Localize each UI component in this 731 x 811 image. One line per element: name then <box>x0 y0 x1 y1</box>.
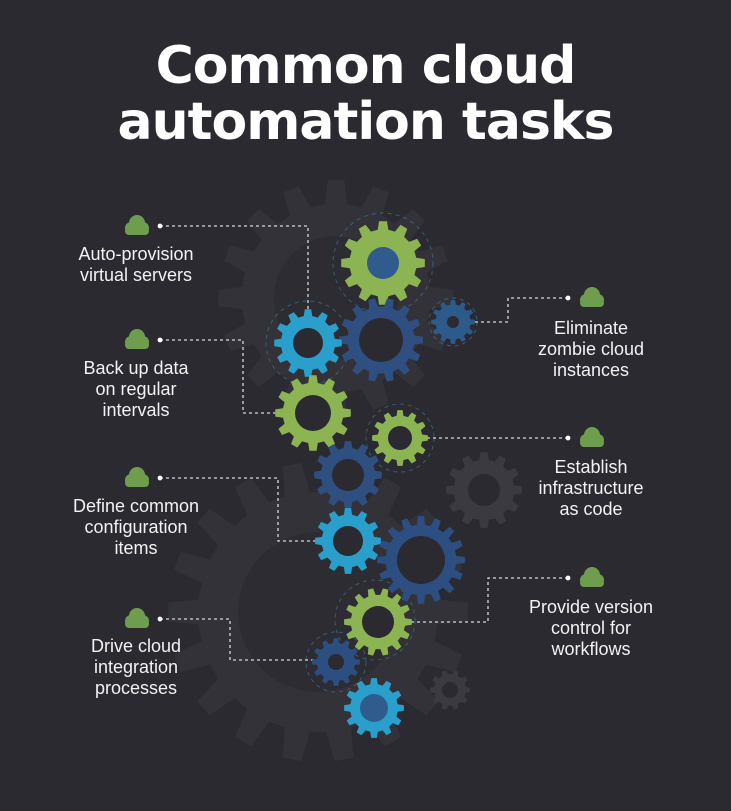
gear-icon <box>446 452 522 528</box>
gear-icon <box>339 298 423 382</box>
cloud-icon <box>580 567 604 587</box>
page-title: Common cloud automation tasks <box>0 38 731 150</box>
task-line: Back up data <box>83 358 189 378</box>
task-line: virtual servers <box>79 265 193 285</box>
task-line: Establish <box>554 457 628 477</box>
task-line: processes <box>94 678 178 698</box>
task-line: Auto-provision <box>78 244 194 264</box>
gear-icon <box>430 670 470 710</box>
gear-icon <box>274 309 342 377</box>
task-infrastructure-as-code: Establish infrastructure as code <box>501 457 681 520</box>
gear-icon <box>344 588 412 656</box>
task-line: workflows <box>551 639 631 659</box>
gear-cluster <box>274 221 475 738</box>
task-line: infrastructure <box>538 478 644 498</box>
title-line-2: automation tasks <box>117 92 615 152</box>
task-line: zombie cloud <box>537 339 645 359</box>
gear-icon <box>314 441 382 509</box>
cloud-icon <box>125 215 149 235</box>
title-line-1: Common cloud <box>155 36 577 96</box>
gear-icon <box>315 508 381 574</box>
task-line: on regular <box>95 379 177 399</box>
gear-icon <box>377 516 465 604</box>
task-line: as code <box>559 499 623 519</box>
task-back-up-data: Back up data on regular intervals <box>46 358 226 421</box>
task-line: integration <box>93 657 179 677</box>
task-line: items <box>114 538 158 558</box>
task-line: Define common <box>72 496 200 516</box>
gear-icon <box>344 678 404 738</box>
task-line: Provide version <box>528 597 654 617</box>
task-line: instances <box>552 360 630 380</box>
task-define-configuration: Define common configuration items <box>46 496 226 559</box>
gear-icon <box>275 375 351 451</box>
task-line: configuration <box>84 517 188 537</box>
cloud-icon <box>125 467 149 487</box>
task-eliminate-zombie: Eliminate zombie cloud instances <box>501 318 681 381</box>
task-line: intervals <box>102 400 170 420</box>
cloud-icon <box>580 287 604 307</box>
gear-icon <box>218 180 454 416</box>
cloud-icon <box>125 608 149 628</box>
task-auto-provision: Auto-provision virtual servers <box>46 244 226 286</box>
task-line: Drive cloud <box>90 636 182 656</box>
gear-icon <box>372 410 428 466</box>
task-drive-integration: Drive cloud integration processes <box>46 636 226 699</box>
task-line: Eliminate <box>553 318 629 338</box>
cloud-icon <box>580 427 604 447</box>
connector-lines <box>157 223 571 663</box>
gear-icon <box>431 300 475 344</box>
gear-icon <box>341 221 425 305</box>
task-version-control: Provide version control for workflows <box>501 597 681 660</box>
cloud-icon <box>125 329 149 349</box>
task-line: control for <box>550 618 632 638</box>
cloud-markers <box>125 215 604 628</box>
gear-icon <box>312 638 360 686</box>
